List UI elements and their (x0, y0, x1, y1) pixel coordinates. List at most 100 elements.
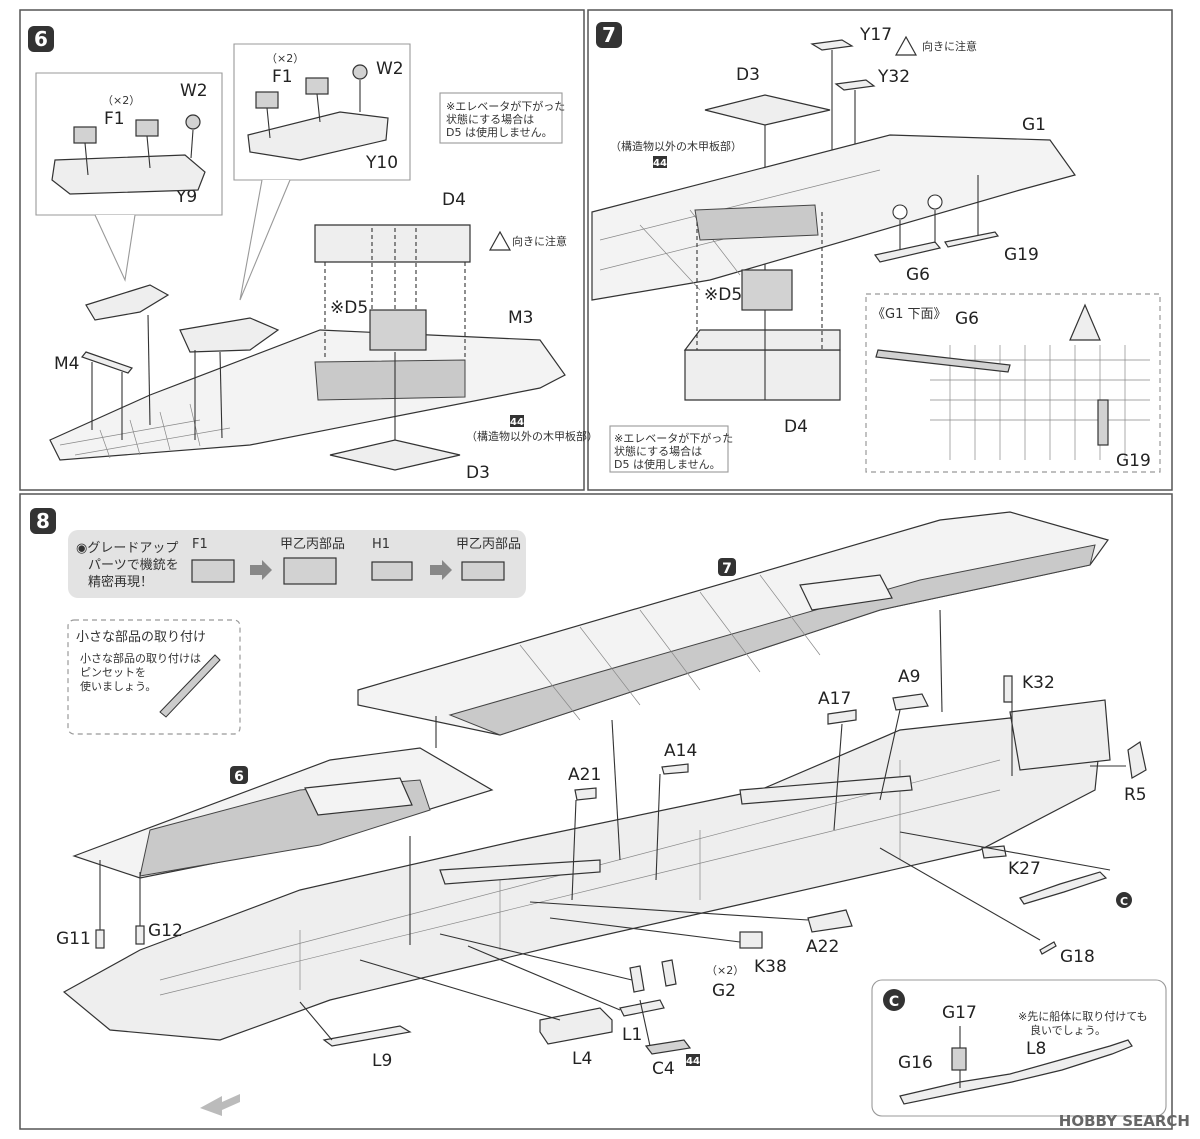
inset-y10: （×2） F1 W2 Y10 (233, 43, 411, 301)
inset-y9-y9-label: Y9 (175, 187, 197, 207)
detail-c-marker-text: C (1120, 895, 1128, 908)
label-d3-7: D3 (736, 65, 760, 85)
upgrade-text-line: ◉グレードアップ (76, 541, 178, 556)
arrow-right-icon (430, 560, 452, 580)
ref-step-6-badge (230, 766, 248, 784)
note-line: 状態にする場合は (614, 444, 702, 458)
inset-g1-title: 《G1 下面》 (872, 307, 946, 322)
upgrade-f1-label: F1 (192, 537, 208, 552)
part-c4 (644, 1039, 692, 1055)
part-a9 (892, 693, 929, 711)
label-k27: K27 (1008, 859, 1041, 879)
note-line: ※エレベータが下がった (614, 431, 733, 445)
step-6-number: 6 (34, 27, 48, 51)
part-w2 (185, 114, 201, 130)
label-l4: L4 (572, 1049, 592, 1069)
detail-c-panel: C G17 ※先に船体に取り付けても 良いでしょう。 G16 L8 (871, 979, 1167, 1117)
step-7-section: 7 Y17 向きに注意 Y32 D3 G1 （構造物以外の木甲板部） 44 ※D… (591, 22, 1161, 473)
part-y10-base (247, 111, 389, 161)
part-g2 (629, 965, 645, 993)
part-g2 (661, 959, 677, 987)
part-y17 (810, 39, 854, 51)
label-g12: G12 (148, 921, 183, 941)
caution-icon (894, 35, 918, 56)
caution-text-7: 向きに注意 (922, 39, 977, 53)
label-d5-7: ※D5 (704, 285, 742, 305)
label-g11: G11 (56, 929, 91, 949)
step-8-number: 8 (36, 509, 50, 533)
label-y17: Y17 (859, 25, 892, 45)
ref-step-7-badge (718, 558, 736, 576)
inset-y10-f1-label: F1 (272, 67, 293, 87)
inset-g1-underside (865, 293, 1161, 473)
tip-text-line: ピンセットを (80, 666, 146, 679)
part-a22 (807, 909, 853, 933)
part-d3-7 (704, 94, 831, 126)
upgrade-h1-label: H1 (372, 537, 390, 552)
inset-y9: （×2） F1 W2 Y9 (35, 72, 223, 282)
note-line: 状態にする場合は (446, 112, 534, 126)
inset-y10-qty: （×2） (266, 52, 304, 65)
label-c4: C4 (652, 1059, 675, 1079)
part-l8 (899, 1039, 1133, 1105)
label-g2: G2 (712, 981, 736, 1001)
inset-y9-qty: （×2） (102, 94, 140, 107)
part-f1-upgrade (191, 559, 235, 583)
watermark-text: HOBBY SEARCH (1059, 1112, 1190, 1130)
elevator-opening (694, 204, 819, 241)
part-a14 (661, 763, 689, 775)
paint-badge (653, 156, 667, 168)
paint-badge-number: 44 (686, 1056, 700, 1067)
panel-frame-step6 (19, 9, 585, 491)
detail-c-marker (1116, 892, 1132, 908)
label-d4: D4 (442, 190, 466, 210)
part-h1-result (461, 561, 505, 581)
caution-icon (488, 230, 512, 251)
label-a14: A14 (664, 741, 697, 761)
label-g6: G6 (906, 265, 930, 285)
part-g19 (944, 231, 1000, 248)
label-g1: G1 (1022, 115, 1046, 135)
step-7-number: 7 (602, 23, 616, 47)
part-g12 (135, 925, 145, 945)
label-y32: Y32 (877, 67, 910, 87)
label-d3: D3 (466, 463, 490, 483)
part-f1-gun (135, 119, 159, 137)
upgrade-text-line: 精密再現！ (88, 574, 153, 590)
part-y32 (834, 79, 876, 91)
part-g11 (95, 929, 105, 949)
label-g16: G16 (898, 1053, 933, 1073)
part-y10-assembly (179, 317, 280, 353)
part-g18 (1039, 941, 1057, 955)
label-a22: A22 (806, 937, 839, 957)
badge-caption-7: （構造物以外の木甲板部） (610, 139, 742, 153)
part-f1-gun (73, 126, 97, 144)
label-g18: G18 (1060, 947, 1095, 967)
label-m3: M3 (508, 308, 533, 328)
part-d3 (329, 439, 461, 471)
part-m4 (81, 351, 133, 374)
part-g17 (951, 1047, 967, 1071)
deck-grid (59, 403, 231, 459)
upgrade-h1-result: 甲乙丙部品 (456, 537, 521, 552)
part-l8-assembly (1019, 871, 1108, 905)
inset-y9-w2-label: W2 (180, 81, 208, 101)
part-g6 (873, 241, 942, 263)
part-f1-gun (255, 91, 279, 109)
step-7-elevator-note: ※エレベータが下がった 状態にする場合は D5 は使用しません。 (609, 425, 733, 473)
upgrade-f1-result: 甲乙丙部品 (280, 537, 345, 552)
paint-badge (686, 1054, 700, 1066)
upgrade-text-line: パーツで機銃を (88, 558, 179, 573)
step-7-badge (596, 22, 622, 48)
arrow-right-icon (250, 560, 272, 580)
label-d5: ※D5 (330, 298, 368, 318)
part-r5 (1127, 741, 1147, 779)
bow-direction-arrow-icon (200, 1094, 240, 1116)
step-6-section: 6 （×2） F1 W2 Y9 （×2） F1 W2 Y10 (28, 26, 598, 483)
tip-title: 小さな部品の取り付け (76, 630, 206, 645)
small-parts-tip: 小さな部品の取り付け 小さな部品の取り付けは ピンセットを 使いましょう。 (67, 619, 241, 735)
part-d5 (369, 309, 427, 351)
detail-c-badge (883, 989, 905, 1011)
panel-frame-step7 (587, 9, 1173, 491)
label-a17: A17 (818, 689, 851, 709)
